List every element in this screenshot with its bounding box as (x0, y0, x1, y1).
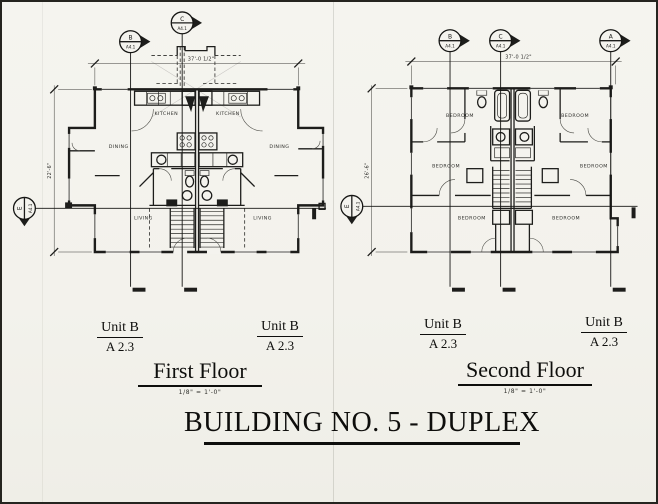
floor-title-text: First Floor (153, 358, 247, 383)
unit-ref: A 2.3 (589, 334, 619, 349)
room-label-bedroom: BEDROOM (580, 164, 608, 170)
stairs (149, 208, 246, 251)
room-label-living: LIVING (134, 215, 153, 221)
unit-name: Unit B (257, 319, 303, 337)
unit-name: Unit B (420, 317, 466, 335)
room-label-bedroom: BEDROOM (552, 215, 580, 221)
porch-post (318, 202, 326, 210)
title-underline (458, 384, 592, 386)
room-label-living: LIVING (253, 215, 272, 221)
unit-ref: A 2.3 (105, 339, 135, 354)
unit-label-first-left: Unit B A 2.3 (95, 318, 145, 355)
marker-letter: B (448, 34, 452, 41)
paper-fold-line (333, 2, 334, 502)
room-label-bedroom: BEDROOM (432, 164, 460, 170)
room-label-bedroom: BEDROOM (561, 113, 589, 119)
section-marker-b-second: B A4.1 (438, 29, 470, 53)
marker-sheet: A4.1 (496, 44, 506, 49)
unit-label-second-left: Unit B A 2.3 (418, 315, 468, 352)
section-marker-a-second: A A4.1 (599, 29, 631, 53)
paper-fold-line (42, 2, 43, 502)
unit-label-second-right: Unit B A 2.3 (579, 313, 629, 350)
unit-ref: A 2.3 (265, 338, 295, 353)
party-wall (510, 88, 515, 252)
marker-letter: E (344, 204, 351, 208)
first-floor-title: First Floor 1/8" = 1'-0" (130, 358, 270, 396)
marker-sheet: A4.1 (126, 45, 136, 50)
marker-letter: B (129, 35, 133, 42)
door-swings (131, 109, 263, 253)
dimension-width-first: 37'-0 1/2" (87, 57, 306, 86)
floor-title-text: Second Floor (466, 357, 584, 382)
column-marker (296, 86, 301, 91)
party-wall (194, 89, 200, 252)
section-lines (35, 33, 638, 292)
kitchen-islands (150, 132, 244, 168)
drawing-title-text: BUILDING NO. 5 - DUPLEX (183, 407, 541, 438)
scale-note: 1/8" = 1'-0" (503, 388, 547, 395)
marker-letter: C (499, 34, 503, 41)
unit-name: Unit B (581, 315, 627, 333)
bathrooms (94, 168, 299, 207)
bathroom-fixtures (476, 89, 549, 159)
stairs (492, 166, 533, 252)
windows (66, 87, 326, 255)
unit-ref: A 2.3 (428, 336, 458, 351)
drawing-title: BUILDING NO. 5 - DUPLEX (180, 407, 544, 445)
dimension-depth-second: 26'-6" (365, 83, 408, 257)
pantry-door (185, 96, 196, 113)
section-marker-c-first: C A4.1 (170, 11, 203, 35)
roof-projection-dashed (151, 45, 241, 88)
room-label-bedroom: BEDROOM (446, 113, 474, 119)
dim-width-second-text: 37'-0 1/2" (505, 55, 531, 61)
room-label-bedroom: BEDROOM (458, 215, 486, 221)
column-marker (409, 85, 414, 90)
second-floor-title: Second Floor 1/8" = 1'-0" (450, 357, 600, 395)
title-underline (138, 385, 262, 387)
exterior-walls (67, 88, 325, 254)
dim-width-first-text: 37'-0 1/2" (188, 57, 214, 63)
marker-letter: E (16, 206, 23, 210)
title-underline (204, 442, 520, 445)
section-marker-e-first: E A4.1 (12, 196, 36, 227)
marker-letter: C (180, 16, 184, 23)
section-marker-b-first: B A4.1 (119, 30, 151, 54)
first-floor-plan: 37'-0 1/2" 22'-6" (47, 45, 326, 257)
marker-letter: A (609, 34, 614, 41)
dimension-width-second: 37'-0 1/2" (405, 55, 622, 85)
marker-sheet: A4.1 (445, 44, 455, 49)
scale-note: 1/8" = 1'-0" (178, 389, 222, 396)
room-label-dining: DINING (269, 144, 289, 150)
room-label-kitchen: KITCHEN (154, 111, 178, 117)
porch-post (65, 202, 73, 209)
section-marker-c-second: C A4.1 (489, 29, 521, 53)
kitchen-counters (133, 90, 261, 113)
marker-sheet: A4.1 (606, 44, 616, 49)
marker-sheet: A4.1 (28, 203, 33, 213)
unit-label-first-right: Unit B A 2.3 (255, 317, 305, 354)
unit-name: Unit B (97, 320, 143, 338)
room-label-kitchen: KITCHEN (216, 111, 240, 117)
dim-depth-second-text: 26'-6" (365, 163, 371, 179)
dim-depth-first-text: 22'-6" (47, 163, 53, 179)
dimension-depth-first: 22'-6" (47, 84, 92, 257)
column-marker (92, 86, 97, 91)
interior-walls (411, 88, 611, 225)
dining-closets (69, 140, 324, 152)
marker-sheet: A4.1 (355, 201, 360, 211)
door-swings (423, 119, 602, 253)
marker-sheet: A4.1 (177, 26, 187, 31)
second-floor-plan: 37'-0 1/2" 26'-6" (365, 55, 622, 257)
room-label-dining: DINING (109, 144, 129, 150)
pantry-door (199, 96, 209, 113)
section-marker-e-second: E A4.1 (340, 194, 364, 225)
